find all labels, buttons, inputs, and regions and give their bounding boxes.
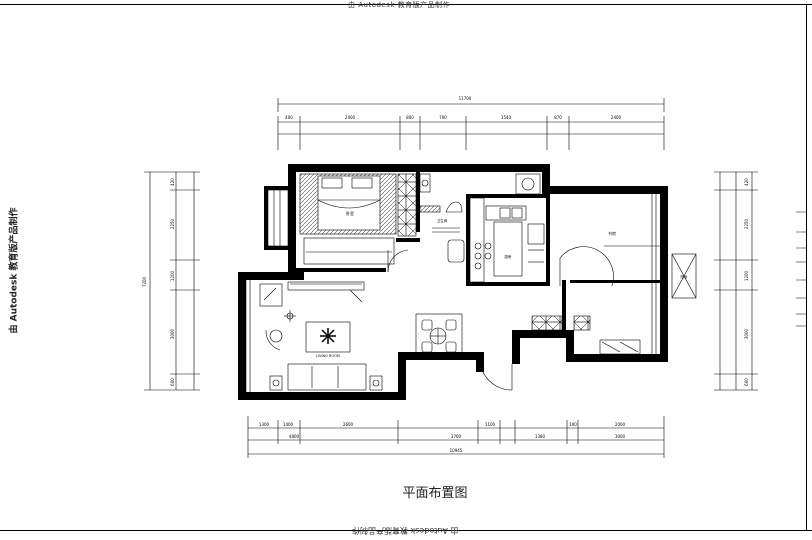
dim-top-4: 1540 <box>501 115 512 120</box>
dim-bottom-l1: 3760 <box>451 434 462 439</box>
frame-right-line <box>806 4 807 531</box>
kitchen-fixtures <box>469 197 545 283</box>
dim-bottom-total: 10945 <box>450 448 463 453</box>
dim-right-0: 420 <box>744 178 749 186</box>
dim-top-total: 11700 <box>459 96 472 101</box>
balcony <box>671 253 697 299</box>
bottom-dimensions <box>247 416 665 458</box>
dim-top-0: 400 <box>285 115 293 120</box>
dim-right-4: 600 <box>744 378 749 386</box>
dim-left-4: 600 <box>170 378 175 386</box>
dim-top-5: 870 <box>554 115 562 120</box>
dim-bottom-u3: 1100 <box>485 422 496 427</box>
dim-right-1: 2250 <box>744 218 749 229</box>
coffee-table-ornament <box>320 328 336 344</box>
kitchen-label: 厨房 <box>505 254 513 259</box>
dim-bottom-u2: 2600 <box>343 422 354 427</box>
dim-bottom-u1: 1400 <box>283 422 294 427</box>
dim-top-2: 800 <box>406 115 414 120</box>
living-room <box>245 280 513 392</box>
dim-left-1: 2250 <box>170 218 175 229</box>
right-annotations <box>796 211 806 327</box>
dim-bottom-l0: 4800 <box>289 434 300 439</box>
dim-bottom-u0: 1300 <box>259 422 270 427</box>
right-dimensions <box>714 171 758 391</box>
dim-top-3: 700 <box>439 115 447 120</box>
study-room <box>531 194 660 355</box>
frame-top-line <box>0 4 812 5</box>
left-dimensions <box>144 171 200 391</box>
watermark-top: 由 Autodesk 教育版产品制作 <box>348 1 451 9</box>
living-label: LIVING ROOM <box>316 354 340 358</box>
bay-window <box>267 189 289 247</box>
dim-top-6: 2400 <box>611 115 622 120</box>
bedroom-label: 卧室 <box>346 210 354 216</box>
dim-right-3: 3000 <box>744 328 749 339</box>
bedroom-furniture <box>299 173 417 265</box>
dim-bottom-l2: 1380 <box>535 434 546 439</box>
walls <box>238 164 668 400</box>
dim-right-2: 1200 <box>744 270 749 281</box>
dim-left-total: 7200 <box>142 276 147 287</box>
dim-bottom-u5: 2000 <box>615 422 626 427</box>
bedroom-door <box>387 249 409 273</box>
balcony-label: 阳台 <box>681 274 689 279</box>
dim-left-3: 3000 <box>170 328 175 339</box>
dim-left-2: 1200 <box>170 270 175 281</box>
bath-label: 卫生间 <box>437 218 448 223</box>
dim-bottom-l3: 3000 <box>615 434 626 439</box>
dim-left-0: 420 <box>170 178 175 186</box>
top-dimensions <box>277 98 665 150</box>
dim-top-1: 2400 <box>345 115 356 120</box>
drawing-title: 平面布置图 <box>402 486 468 501</box>
dim-bottom-u4: 100 <box>569 422 577 427</box>
frame-bottom-line <box>0 530 812 531</box>
study-label: 书房 <box>608 230 616 236</box>
bathroom-fixtures <box>419 173 541 263</box>
